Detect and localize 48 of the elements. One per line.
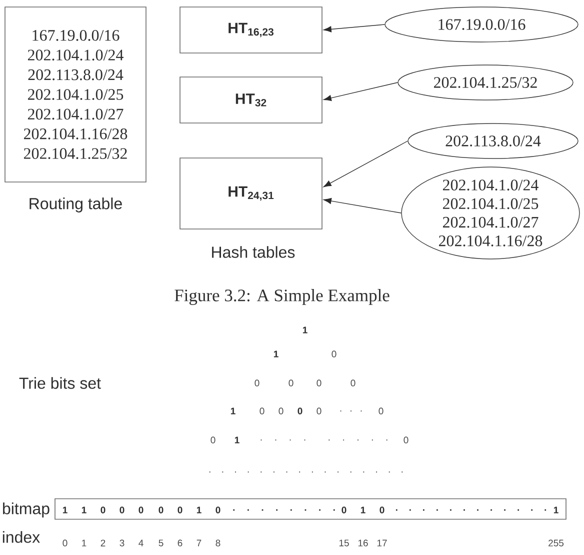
row-label: Trie bits set <box>19 377 101 389</box>
ellipsis-dots: . . . <box>340 410 362 412</box>
index-number: 2 <box>100 540 106 546</box>
index-number: 1 <box>82 540 86 546</box>
arrow <box>323 140 408 188</box>
index-number: 6 <box>178 540 182 546</box>
figure-caption: Figure 3.2: A Simple Example <box>174 289 390 305</box>
bit-value: 0 <box>298 408 302 414</box>
bit-value: 0 <box>278 408 284 414</box>
index-number: 8 <box>216 540 220 546</box>
bit-value: 0 <box>316 380 322 386</box>
index-number: 0 <box>62 540 68 546</box>
routing-table-box: 167.19.0.0/16 202.104.1.0/24 202.113.8.0/24 202.104.1.0/25 202.104.1.0/27 202.104.1.16/28 202.104.1.25/32 <box>4 6 146 182</box>
row-label: index <box>2 531 40 543</box>
bit-value: 0 <box>254 380 260 386</box>
hash-table-box: HT$_{32}$ <box>180 76 322 124</box>
index-number: 16 <box>358 540 368 546</box>
index-number: 255 <box>548 540 564 546</box>
bit-value: 0 <box>210 436 216 444</box>
bit-value: 0 <box>350 380 356 386</box>
bit-value: 0 <box>378 408 384 414</box>
row-label: bitmap <box>3 502 50 518</box>
arrow <box>324 82 398 101</box>
arrow <box>324 198 402 214</box>
bit-value: 0 <box>404 436 408 444</box>
ellipsis-dots: . . . . . <box>328 440 388 441</box>
bitmap-row: 1 1 0 0 0 0 0 1 0 . . . . . . . . 0 1 0 . . . . . . . . . . . . 1 <box>54 498 566 520</box>
hash-table-box: HT$_{24,31}$ <box>180 158 322 230</box>
bit-value: 1 <box>274 350 278 358</box>
bit-value: 0 <box>316 408 322 414</box>
bit-value: 0 <box>260 408 264 414</box>
index-number: 15 <box>339 540 349 546</box>
hash-table-box: HT$_{16,23}$ <box>180 6 322 54</box>
index-number: 17 <box>377 540 387 546</box>
bit-value: 1 <box>230 408 236 414</box>
index-number: 4 <box>138 540 144 546</box>
bit-value: 1 <box>302 326 308 334</box>
index-number: 7 <box>196 540 202 546</box>
box-caption: Routing table <box>30 198 122 212</box>
ellipsis-dots: . . . . . . . . . . . . . . . . <box>209 472 403 473</box>
bit-value: 0 <box>288 380 294 386</box>
index-number: 3 <box>120 540 124 546</box>
group-caption: Hash tables <box>212 246 295 258</box>
ellipsis-dots: . . . . <box>260 440 306 441</box>
bit-value: 0 <box>332 350 336 358</box>
index-number: 5 <box>158 540 164 546</box>
bit-value: 1 <box>234 436 240 444</box>
arrow <box>324 24 385 32</box>
